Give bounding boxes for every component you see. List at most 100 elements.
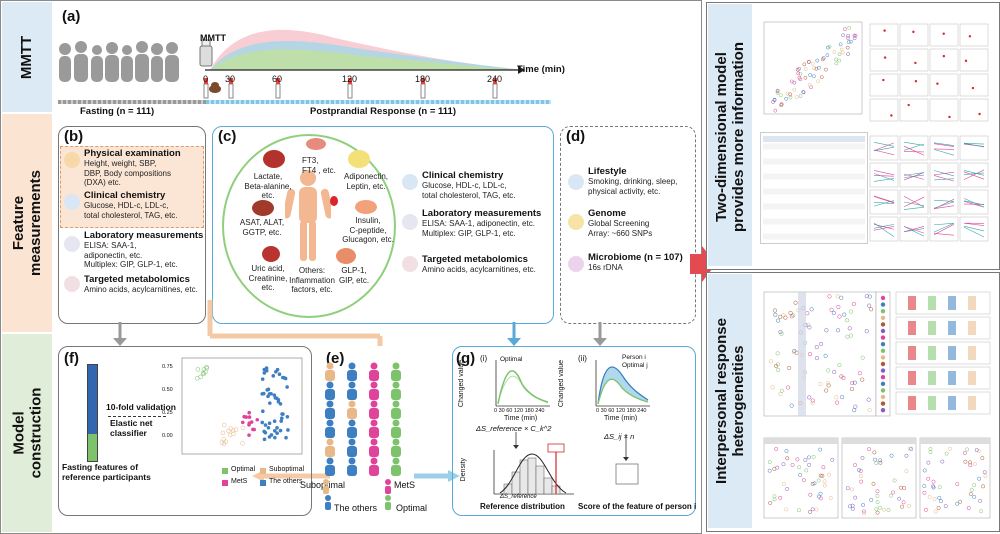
rt-line (903, 226, 925, 233)
rb-point (793, 300, 798, 305)
f-point-mets (247, 433, 251, 437)
c-item-2-title: Laboratory measurements (422, 208, 542, 219)
rt-line (963, 222, 985, 226)
rb2-point (890, 490, 895, 495)
rb2-point (859, 479, 864, 484)
rb2-point (874, 461, 879, 466)
rb-point (860, 355, 865, 360)
rt-line (903, 196, 925, 207)
rt-point (801, 90, 806, 94)
rb2-point (830, 457, 835, 462)
f-point-mets (240, 420, 245, 425)
person-icon (391, 438, 401, 457)
rt-grid-cell (869, 23, 899, 47)
rb-point (773, 312, 778, 317)
timeline-graphic (59, 29, 525, 99)
panel-c-label: (c) (218, 128, 237, 145)
f-point-suboptimal (240, 441, 245, 446)
rb2-point (878, 458, 883, 463)
pancreas-icon (355, 200, 377, 214)
person-icon (347, 400, 357, 419)
rt-line (933, 148, 955, 150)
rb-point (775, 367, 781, 372)
right-bottom-top-plots (763, 291, 991, 417)
e-legend-icons (323, 479, 391, 510)
rb-bar (908, 321, 916, 335)
rb2-point (801, 478, 806, 483)
rb-bar (928, 321, 936, 335)
rb-point (864, 294, 869, 299)
rt-grid-point (971, 86, 975, 90)
rb2-point (853, 463, 858, 467)
rt-line (873, 222, 895, 237)
rt-line (873, 173, 895, 181)
rb2-point (962, 450, 967, 455)
rb-point (836, 305, 841, 310)
lifestyle-icon (568, 174, 584, 190)
rt-line (933, 171, 955, 176)
rb-point (818, 341, 824, 347)
rt-line (933, 222, 955, 233)
rb2-point (972, 483, 977, 487)
rb-point (850, 380, 855, 386)
rt-line (873, 223, 895, 229)
blood-drop-icon (330, 196, 338, 206)
f-point-mets (251, 427, 255, 432)
rt-line (963, 200, 985, 206)
e-label-mets: MetS (394, 480, 416, 490)
rb2-point (807, 462, 812, 467)
d-item-3-text: 16s rDNA (588, 263, 623, 272)
rt-grid-cell (869, 48, 899, 72)
rb-side-point (880, 375, 886, 380)
organ-intestine-text: GLP-1, GIP, etc. (338, 266, 370, 285)
f-ytick-2: 0.50 (162, 387, 173, 393)
rt-point (838, 42, 843, 47)
rb2-point (860, 455, 865, 460)
rb2-point (785, 456, 790, 461)
rt-line (903, 201, 925, 207)
human-body-icon (285, 170, 331, 261)
rb2-point (797, 465, 801, 470)
rt-grid-point (890, 114, 893, 117)
tick-120: 120 (342, 74, 358, 84)
rb2-point (909, 447, 914, 451)
rb2-point (926, 460, 931, 465)
kidney-icon (262, 246, 280, 262)
rb-point (824, 388, 829, 393)
rb2-point (845, 486, 850, 491)
rb2-point (928, 450, 933, 455)
g-ylabel-ii: Changed value (558, 360, 565, 408)
rt-point (801, 90, 806, 95)
rb-point (827, 294, 832, 299)
rt-line (963, 142, 985, 145)
c-laboratory-icon (402, 214, 418, 230)
tick-240: 240 (487, 74, 503, 84)
f-point-optimal (195, 367, 201, 372)
f-point-others (261, 391, 266, 396)
rb-bar (928, 346, 936, 360)
rb-point (778, 314, 783, 319)
rb2-point (878, 460, 883, 465)
rt-grid-cell (929, 23, 959, 47)
rb-bar-cell (895, 316, 991, 340)
rb-point (778, 391, 783, 397)
rb2-point (861, 509, 866, 514)
b-item-3-text: ELISA: SAA-1, adiponectin, etc. Multiple… (84, 241, 178, 269)
body-exam-icon (64, 152, 80, 168)
rb-point (788, 310, 793, 315)
b-item-3-title: Laboratory measurements (84, 230, 204, 241)
rt-grid-cell (959, 98, 989, 122)
person-icon (369, 362, 379, 381)
rb2-point (974, 448, 979, 453)
rb2-point (968, 491, 973, 496)
g-delta-ref: ΔS_reference (500, 494, 537, 500)
rt-line (933, 149, 955, 156)
rb2-point (821, 465, 826, 470)
rt-point (772, 97, 777, 102)
rb-bar (908, 396, 916, 410)
rt-point (852, 36, 857, 41)
rb2-point (768, 501, 773, 505)
d-item-1-title: Lifestyle (588, 166, 627, 177)
people-grid (325, 362, 401, 476)
